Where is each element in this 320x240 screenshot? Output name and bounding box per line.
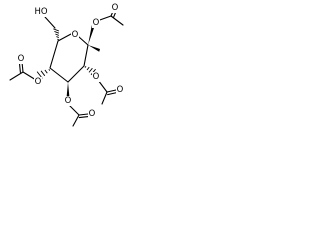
bond-c4-c5 xyxy=(49,40,59,69)
bond-c3-c4 xyxy=(49,67,69,83)
molecule-drawing: HO O O O O O O O O O xyxy=(9,3,124,127)
bond-c1-acetyl-methyl xyxy=(110,15,124,26)
c1-carbonyl-oxygen-label: O xyxy=(112,3,119,13)
bond-c1-c2 xyxy=(83,44,89,67)
hydroxyl-label: HO xyxy=(34,7,47,17)
bond-c2-c3 xyxy=(67,65,85,83)
c4-ester-oxygen-label: O xyxy=(35,77,42,87)
structure-diagram: HO O O O O O O O O O xyxy=(0,0,127,133)
c3-ester-oxygen-label: O xyxy=(65,96,72,106)
bond-c3-carbonyl-double-b xyxy=(78,116,89,119)
bond-c4-ester-oxygen-carbonyl-carbon xyxy=(22,71,37,81)
bond-c2-carbonyl-double-a xyxy=(106,89,117,93)
bond-ch2-hydroxyl xyxy=(44,16,56,29)
bond-c4-carbonyl-double-b xyxy=(18,61,21,73)
wedge-bond-c1-ester-oxygen xyxy=(88,25,95,45)
wedge-bond-c3-ester-oxygen xyxy=(66,82,70,97)
hashed-bond-c5-ch2 xyxy=(53,28,60,41)
c4-carbonyl-oxygen-label: O xyxy=(18,54,25,64)
bond-c5-ring-oxygen xyxy=(57,33,72,42)
c2-ester-oxygen-label: O xyxy=(93,72,100,82)
c1-ester-oxygen-label: O xyxy=(93,18,100,28)
bond-c4-acetyl-methyl xyxy=(9,71,24,81)
c3-carbonyl-oxygen-label: O xyxy=(89,109,96,119)
c2-carbonyl-oxygen-label: O xyxy=(117,85,124,95)
bond-ring-oxygen-c1 xyxy=(78,36,89,46)
bond-c3-acetyl-methyl xyxy=(72,114,80,127)
bond-c3-carbonyl-double-a xyxy=(78,113,89,116)
bond-c2-acetyl-methyl xyxy=(101,91,108,105)
ring-oxygen-label: O xyxy=(72,30,79,40)
wedge-bond-c1-methyl xyxy=(88,45,100,52)
bond-c2-carbonyl-double-b xyxy=(107,92,118,96)
